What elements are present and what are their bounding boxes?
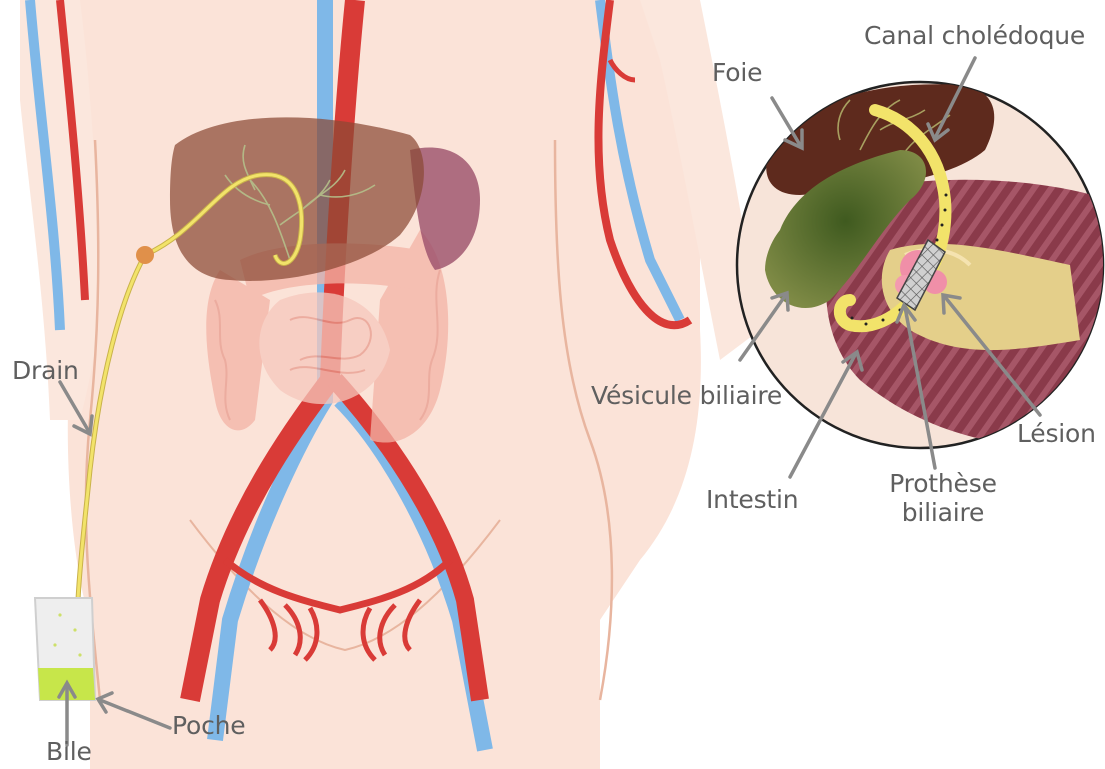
label-lesion: Lésion <box>1017 420 1096 449</box>
label-prothese-line2: biliaire <box>888 499 998 528</box>
label-prothese-line1: Prothèse <box>888 470 998 499</box>
label-vesicule-biliaire: Vésicule biliaire <box>591 382 782 411</box>
label-canal-choledoque: Canal cholédoque <box>864 22 1085 51</box>
label-prothese-biliaire: Prothèse biliaire <box>888 470 998 528</box>
label-drain: Drain <box>12 357 79 386</box>
label-foie: Foie <box>712 59 762 88</box>
label-intestin: Intestin <box>706 486 798 515</box>
arrow-foie <box>772 98 800 145</box>
label-poche: Poche <box>172 712 245 741</box>
label-bile: Bile <box>46 738 92 767</box>
